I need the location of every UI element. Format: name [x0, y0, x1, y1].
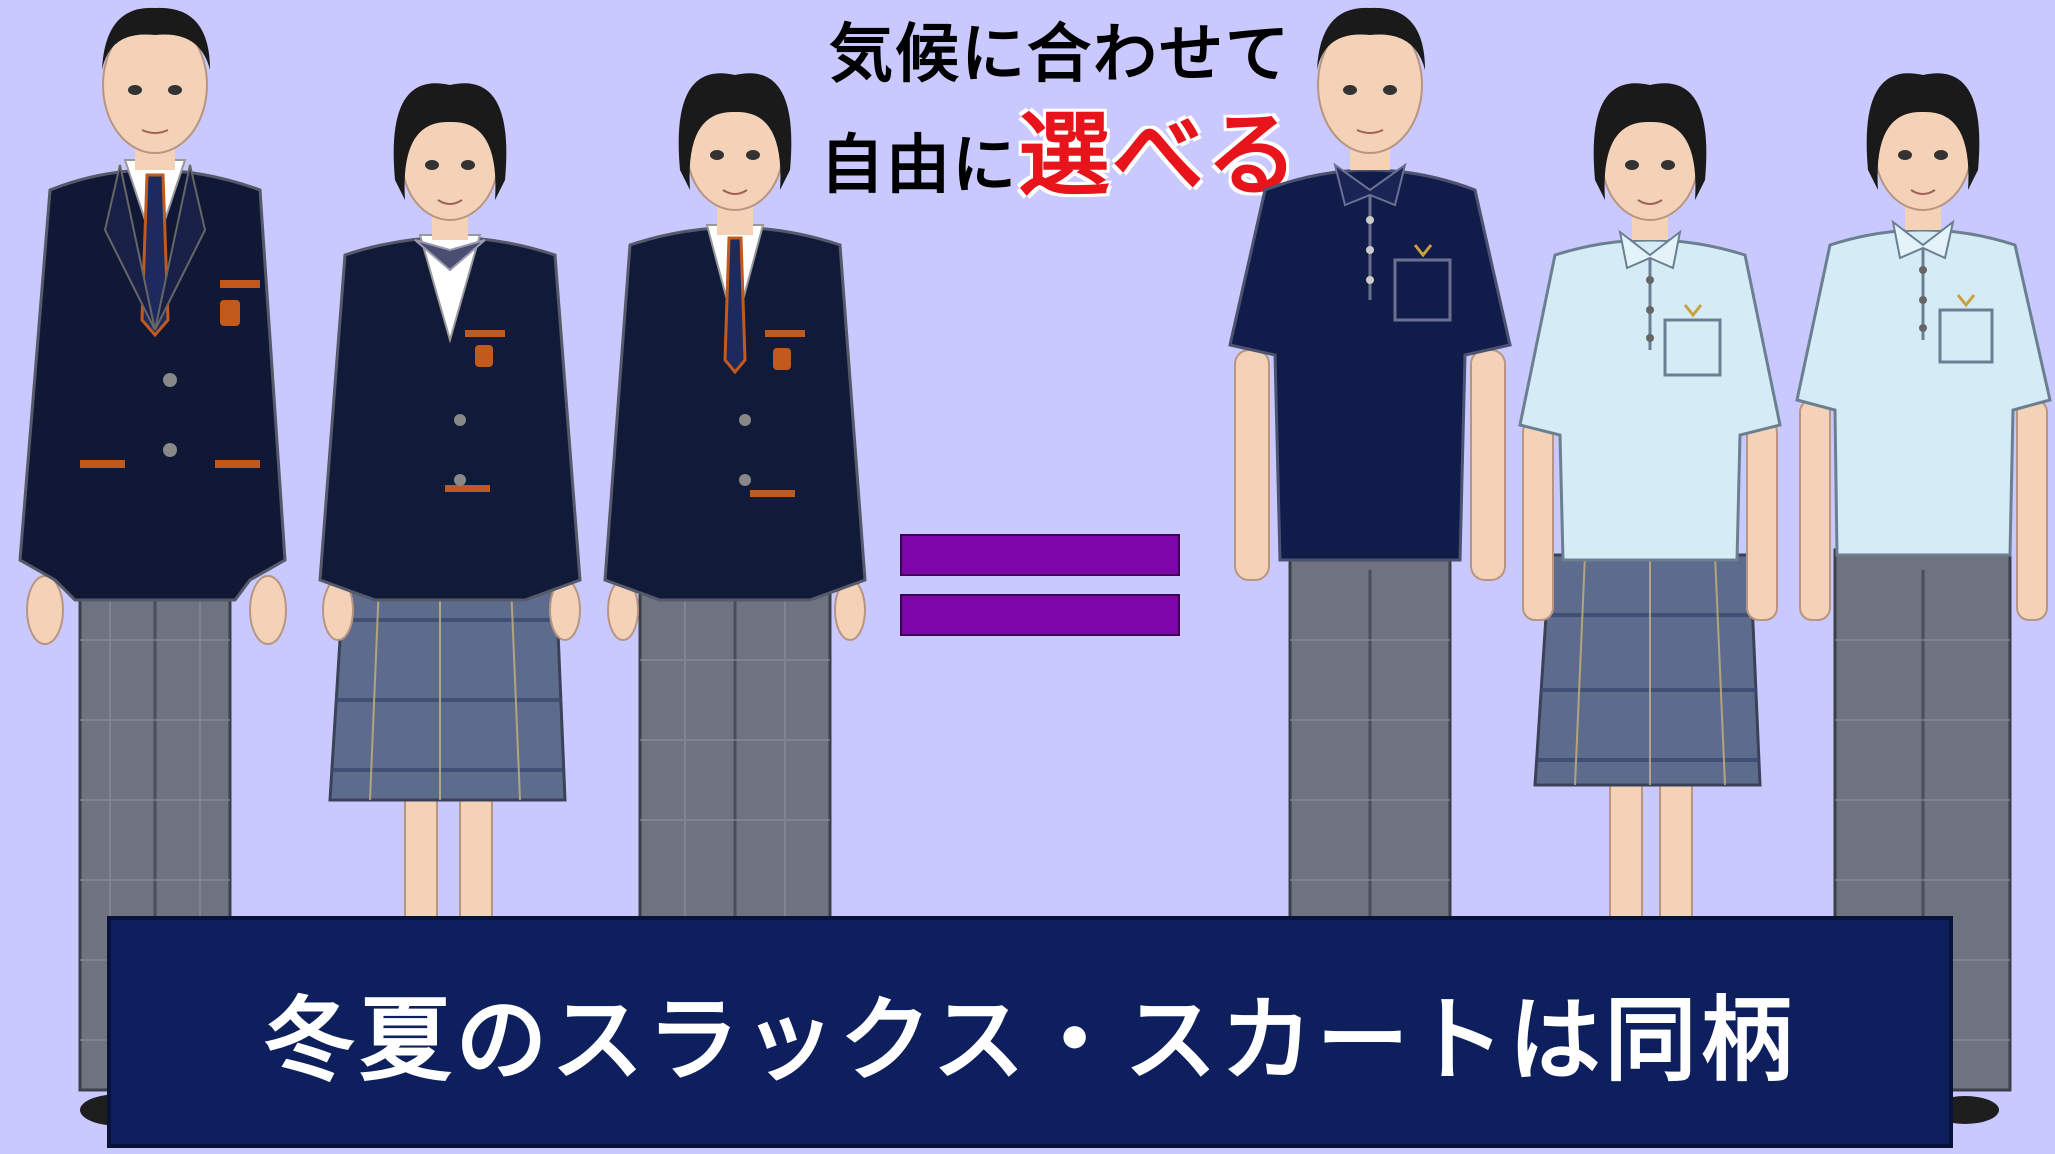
figure-girl-lightblue-polo-skirt: [1515, 0, 1785, 1154]
girl-blazer-skirt-illustration: [318, 83, 582, 921]
girl-polo-skirt-illustration: [1518, 83, 1782, 921]
figure-boy-blazer: [10, 0, 300, 1154]
caption-banner-text: 冬夏のスラックス・スカートは同柄: [263, 985, 1797, 1094]
figure-girl-blazer-slacks: [595, 0, 875, 1154]
boy-blazer-illustration: [18, 7, 287, 1126]
headline-line2: 自由に選べる: [800, 100, 1320, 237]
headline: 気候に合わせて 自由に選べる: [800, 10, 1320, 237]
girl-blazer-slacks-illustration: [603, 73, 867, 922]
equals-bar-bottom: [900, 594, 1180, 636]
equals-sign-icon: [900, 534, 1180, 636]
caption-banner: 冬夏のスラックス・スカートは同柄: [107, 916, 1953, 1148]
headline-line2-emphasis: 選べる: [1017, 101, 1300, 209]
headline-line1: 気候に合わせて: [829, 17, 1291, 92]
equals-bar-top: [900, 534, 1180, 576]
figure-girl-lightblue-polo-slacks: [1795, 0, 2055, 1154]
boy-navy-polo-illustration: [1228, 7, 1512, 922]
headline-line2-prefix: 自由に: [819, 128, 1018, 203]
figure-boy-navy-polo: [1225, 0, 1515, 1154]
girl-polo-slacks-illustration: [1795, 73, 2052, 1124]
figure-girl-blazer-skirt: [310, 0, 590, 1154]
